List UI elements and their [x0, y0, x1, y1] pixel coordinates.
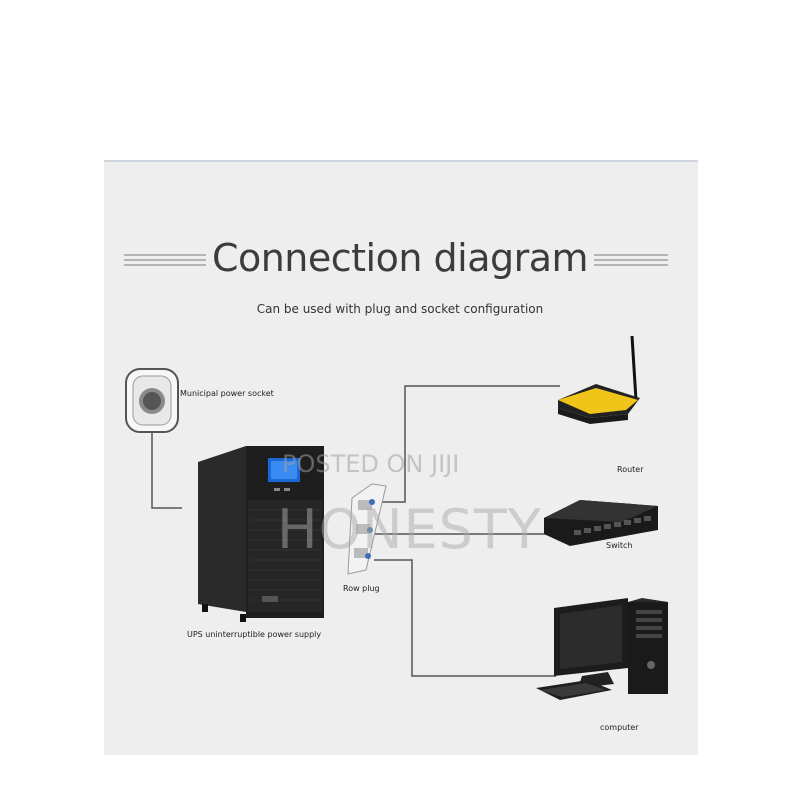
ups-label: UPS uninterruptible power supply: [187, 630, 322, 639]
diagram-subtitle: Can be used with plug and socket configu…: [256, 302, 544, 316]
row-plug-label: Row plug: [343, 584, 380, 593]
router-icon: [558, 335, 640, 424]
desktop-computer-icon: [536, 598, 668, 700]
router-label: Router: [617, 465, 644, 474]
connection-lines: [151, 385, 560, 677]
diagram-title: Connection diagram: [0, 236, 800, 280]
computer-label: computer: [600, 723, 639, 732]
network-switch-icon: [544, 500, 658, 546]
power-strip-icon: [347, 483, 387, 575]
socket-label: Municipal power socket: [180, 389, 274, 398]
watermark-posted: POSTED ON JIJI: [282, 450, 460, 478]
ups-icon: [198, 446, 324, 622]
power-socket-icon: [125, 368, 179, 433]
watermark-honesty: HONESTY: [277, 498, 542, 561]
switch-label: Switch: [606, 541, 633, 550]
